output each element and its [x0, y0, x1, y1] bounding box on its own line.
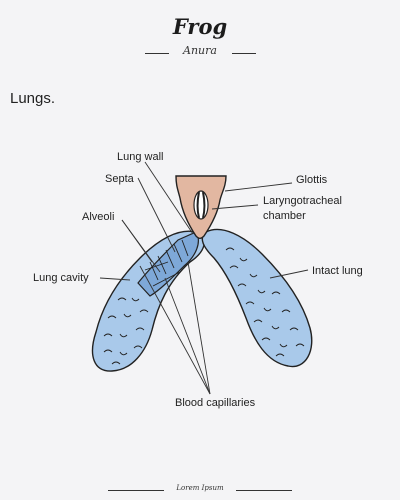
page-title: Frog — [172, 14, 228, 39]
subtitle-rule-right — [232, 53, 256, 54]
footer-rule-left — [108, 490, 164, 491]
page-subtitle: Anura — [183, 44, 217, 57]
subtitle-rule-left — [145, 53, 169, 54]
septa — [144, 239, 189, 287]
section-label: Lungs. — [10, 90, 56, 107]
label-laryngotracheal-line2: chamber — [263, 210, 306, 222]
left-lung-capillaries — [103, 297, 149, 365]
footer-text: Lorem Ipsum — [176, 484, 224, 492]
right-lung — [201, 228, 313, 368]
label-blood-capillaries: Blood capillaries — [175, 397, 256, 409]
left-lung-section — [137, 231, 199, 297]
glottis — [193, 190, 209, 220]
label-lung-cavity: Lung cavity — [33, 272, 89, 284]
right-lung-capillaries — [225, 247, 305, 357]
label-septa: Septa — [105, 173, 135, 185]
label-intact-lung: Intact lung — [312, 265, 363, 277]
label-glottis: Glottis — [296, 174, 328, 186]
footer-rule-right — [236, 490, 292, 491]
label-laryngotracheal-line1: Laryngotracheal — [263, 195, 342, 207]
label-alveoli: Alveoli — [82, 211, 114, 223]
leader-lines — [99, 161, 309, 395]
label-lung-wall: Lung wall — [117, 151, 163, 163]
